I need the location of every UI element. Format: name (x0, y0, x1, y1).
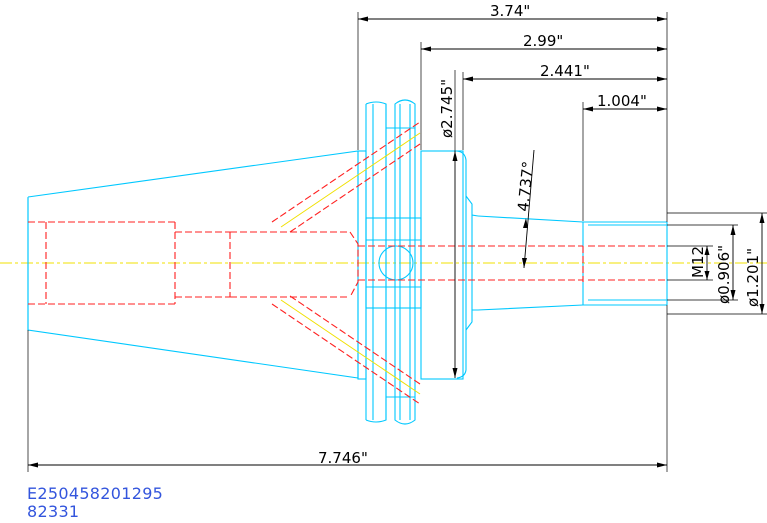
dim-taper-angle: 4.737° (514, 160, 537, 212)
dim-7-746: 7.746" (318, 449, 368, 467)
dim-2-99: 2.99" (523, 32, 563, 50)
part-code: E250458201295 (27, 484, 164, 503)
dim-3-74: 3.74" (490, 2, 530, 20)
hidden-bore-lines (28, 121, 667, 405)
dim-thread: M12 (689, 246, 707, 278)
dim-2-441: 2.441" (540, 62, 590, 80)
dim-nose-small: ø0.906" (715, 245, 733, 304)
dim-nose-large: ø1.201" (744, 248, 762, 307)
channel-center-lines (280, 132, 421, 395)
dimension-lines (27, 12, 767, 472)
dim-flange-diameter: ø2.745" (438, 79, 456, 138)
dim-1-004: 1.004" (597, 92, 647, 110)
part-number: 82331 (27, 502, 80, 521)
part-outline (27, 99, 668, 425)
